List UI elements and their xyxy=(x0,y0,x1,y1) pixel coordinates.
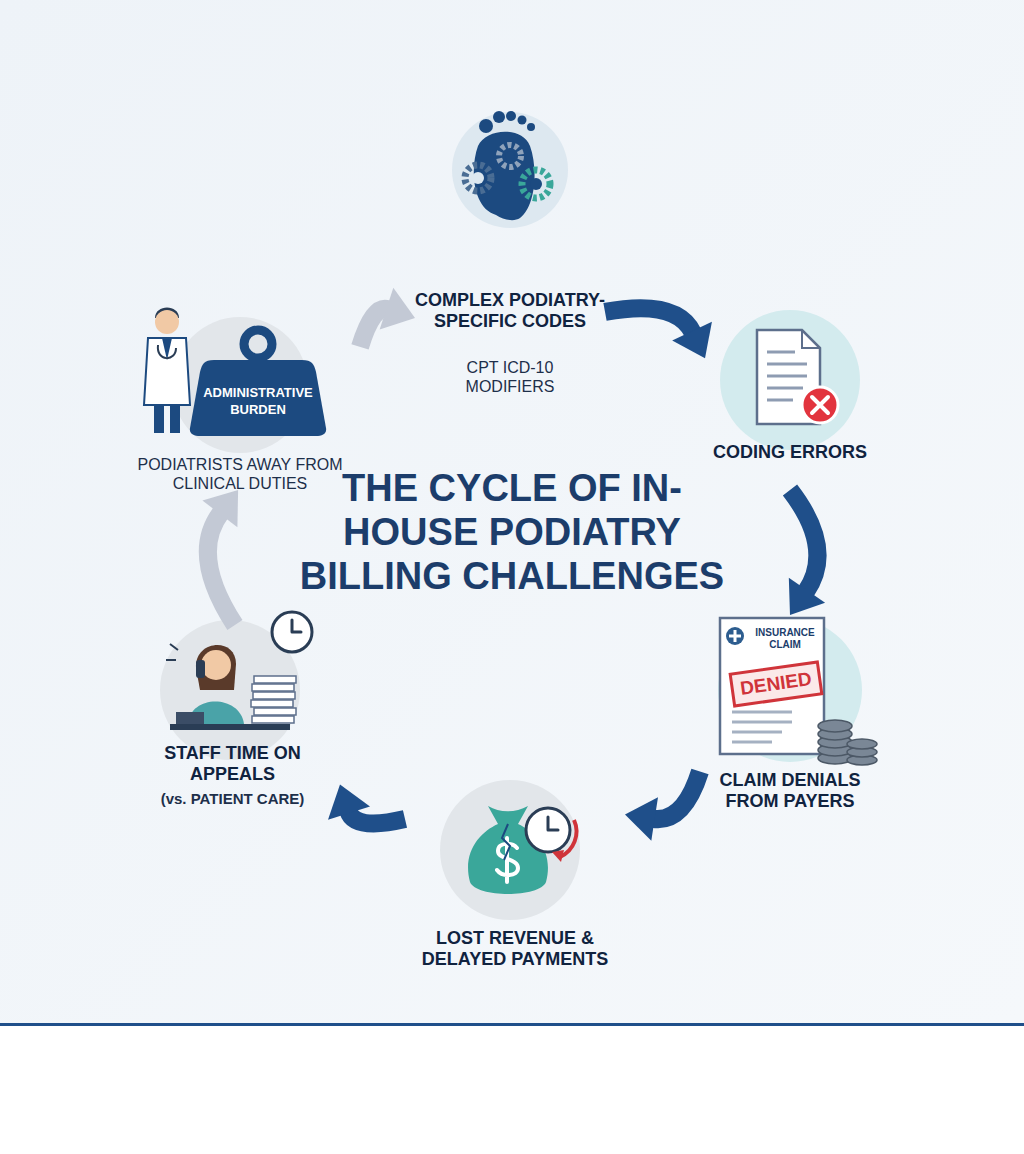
doctor-leg xyxy=(154,405,164,433)
desk-phone xyxy=(176,712,204,724)
cycle-arrow xyxy=(328,785,405,824)
doctor-head xyxy=(155,310,179,334)
background-panel xyxy=(0,0,1024,1025)
money-clock-icon xyxy=(440,780,580,920)
cycle-arrow xyxy=(605,308,712,358)
arrow-head xyxy=(625,797,658,840)
document-fold xyxy=(802,330,820,348)
gear-hub xyxy=(530,178,542,190)
stress-marks xyxy=(166,644,178,660)
icon-circle xyxy=(718,618,862,762)
toe xyxy=(479,119,493,133)
arrow-head xyxy=(380,288,415,330)
denied-claim-icon xyxy=(718,618,877,765)
arrow-shaft xyxy=(348,811,405,823)
error-document-icon xyxy=(720,310,860,450)
arrow-shaft xyxy=(790,490,817,592)
staff-phone-icon xyxy=(160,612,312,760)
cycle-stage-node: LOST REVENUE & DELAYED PAYMENTS xyxy=(405,775,625,980)
cycle-stage-node: CLAIM DENIALS FROM PAYERS xyxy=(700,615,880,825)
icon-circle xyxy=(452,112,568,228)
cycle-arrow xyxy=(202,490,238,625)
arrow-head xyxy=(202,490,238,527)
error-mark xyxy=(802,387,838,423)
cycle-stage-node: ADMINISTRATIVE BURDEN PODIATRISTS AWAY FR… xyxy=(120,330,360,490)
stethoscope xyxy=(158,345,176,358)
weight-handle xyxy=(244,330,272,358)
weight-label: ADMINISTRATIVE BURDEN xyxy=(202,370,314,432)
stage-detail: PODIATRISTS AWAY FROM CLINICAL DUTIES xyxy=(135,455,345,493)
doctor-weight-icon xyxy=(144,308,326,454)
doctor-leg xyxy=(170,405,180,433)
clock-face xyxy=(526,808,570,852)
gear-hub xyxy=(505,151,515,161)
stage-detail: (vs. PATIENT CARE) xyxy=(125,790,340,808)
stage-heading: LOST REVENUE & DELAYED PAYMENTS xyxy=(405,928,625,970)
delay-arrow-head xyxy=(552,850,564,862)
desk xyxy=(170,724,290,730)
bottom-margin xyxy=(0,1026,1024,1154)
form-label: INSURANCE CLAIM xyxy=(748,627,822,651)
clock-hands xyxy=(548,817,558,830)
cycle-arrow xyxy=(360,288,415,347)
arrow-shaft xyxy=(605,308,693,333)
gear xyxy=(522,170,550,198)
cycle-arrow xyxy=(625,772,700,841)
form-lines xyxy=(732,712,792,742)
doctor-coat xyxy=(144,338,190,405)
cycle-arrow xyxy=(789,490,825,615)
clock-hands xyxy=(292,620,301,632)
toe xyxy=(527,123,535,131)
cycle-stage-node: STAFF TIME ON APPEALS (vs. PATIENT CARE) xyxy=(125,625,340,830)
head xyxy=(201,650,231,680)
arrow-shaft xyxy=(653,772,700,820)
denied-stamp xyxy=(730,662,822,706)
arrow-shaft xyxy=(208,512,235,625)
stage-heading: STAFF TIME ON APPEALS xyxy=(163,743,303,785)
text-lines xyxy=(767,352,807,400)
arrow-head xyxy=(328,785,370,820)
icon-circle xyxy=(720,310,860,450)
icon-circle xyxy=(440,780,580,920)
stage-heading: CLAIM DENIALS FROM PAYERS xyxy=(700,770,880,812)
stage-detail: CPT ICD-10 MODIFIERS xyxy=(455,358,565,396)
coin-stack xyxy=(818,720,877,765)
stage-heading: COMPLEX PODIATRY-SPECIFIC CODES xyxy=(413,290,607,332)
arrow-head xyxy=(789,578,825,615)
gear xyxy=(499,145,521,167)
plus-badge xyxy=(726,627,744,645)
toe xyxy=(493,111,505,123)
plus-sign xyxy=(729,630,741,642)
hair xyxy=(196,645,236,690)
arrow-head xyxy=(672,322,712,359)
gear-hub xyxy=(472,172,484,184)
clock-face xyxy=(272,612,312,652)
diagram-title: THE CYCLE OF IN-HOUSE PODIATRY BILLING C… xyxy=(296,466,728,598)
bag-crack xyxy=(502,824,510,860)
bottom-rule xyxy=(0,1023,1024,1026)
gear xyxy=(465,165,491,191)
foot-gears-icon xyxy=(452,111,568,228)
phone xyxy=(196,660,205,678)
toe xyxy=(506,111,516,121)
stage-heading: CODING ERRORS xyxy=(705,442,875,463)
paper-stack xyxy=(251,676,296,723)
cycle-stage-node: CODING ERRORS xyxy=(705,305,875,490)
weight-body xyxy=(190,360,326,436)
claim-form xyxy=(720,618,824,754)
error-cross xyxy=(812,397,828,413)
toe xyxy=(518,116,527,125)
cycle-stage-node: COMPLEX PODIATRY-SPECIFIC CODES CPT ICD-1… xyxy=(415,118,605,418)
